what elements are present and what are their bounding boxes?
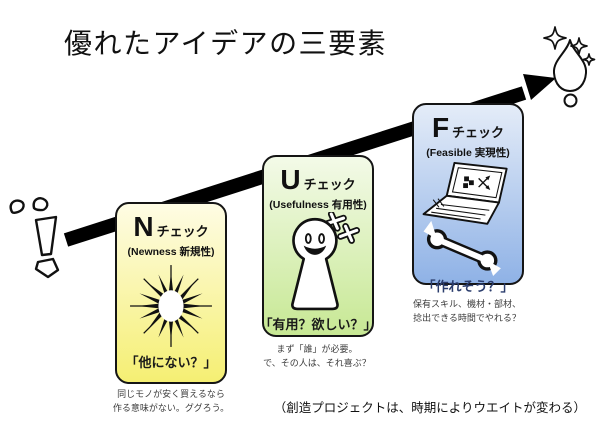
happy-person-icon [272,212,364,314]
card-quote: 「有用？欲しい？」 [259,317,377,332]
page-title: 優れたアイデアの三要素 [64,28,388,59]
card-check-label: チェック [452,125,505,140]
card-check-label: チェック [156,224,209,239]
card-letter: N [133,211,154,242]
starburst-icon [129,259,213,352]
card-feasibility-caption: 保有スキル、機材・部材、 捻出できる時間でやれる？ [412,299,521,324]
card-check-label: チェック [303,177,356,192]
card-letter: U [280,164,301,195]
footer-note: （創造プロジェクトは、時期によりウエイトが変わる） [273,401,586,415]
card-usefulness-caption: まず「誰」が必要。 で、その人は、それ喜ぶ？ [263,344,371,369]
card-newness-caption: 同じモノが安く買えるなら 作る意味がない。ググろう。 [112,389,230,414]
laptop-wrench-icon [419,160,517,276]
card-letter: F [431,112,450,143]
card-subtitle: (Newness 新規性) [127,246,215,258]
goal-sparkle-exclamation-icon [543,26,596,108]
start-exclamation-icon [9,197,60,279]
card-subtitle: (Usefulness 有用性) [269,199,367,211]
card-subtitle: (Feasible 実現性) [426,147,510,159]
card-quote: 「作れそう？」 [422,279,514,294]
card-quote: 「他にない？」 [125,355,217,370]
